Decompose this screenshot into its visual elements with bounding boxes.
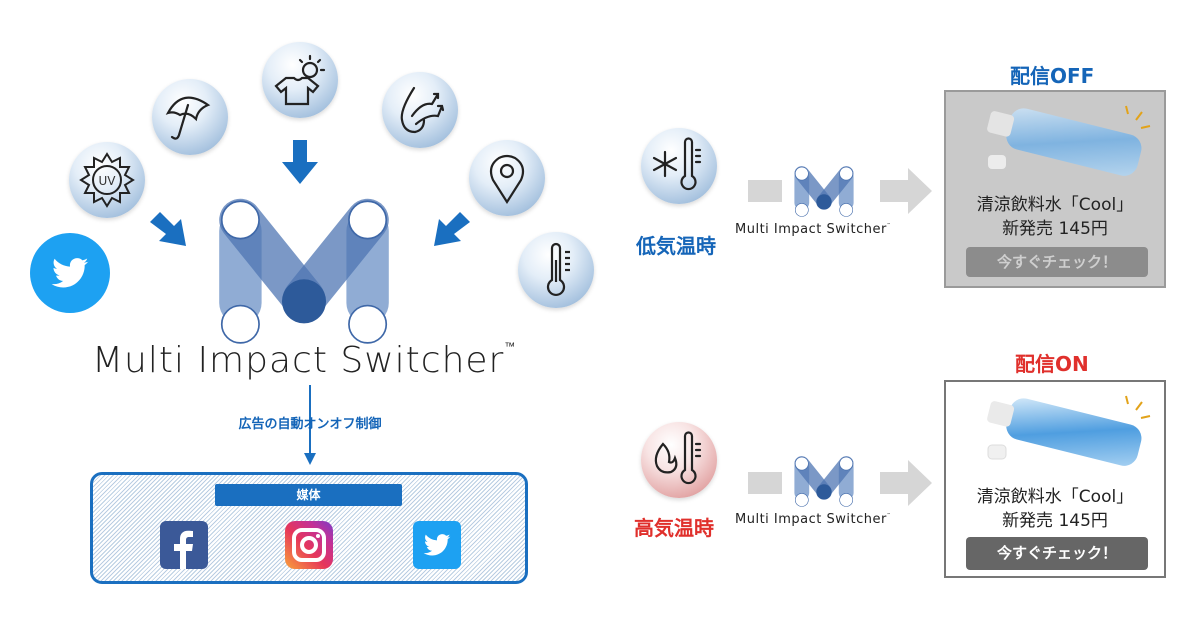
ad-preview-off: 清涼飲料水「Cool」 新発売 145円 今すぐチェック！ — [944, 90, 1166, 288]
arrow-diagonal-left-icon — [434, 212, 470, 246]
auto-on-off-control-label: 広告の自動オンオフ制御 — [238, 417, 382, 432]
cold-thermometer-icon — [641, 128, 717, 204]
multi-impact-switcher-logo-mark — [198, 188, 410, 346]
facebook-icon[interactable] — [160, 521, 208, 569]
high-temperature-label: 高気温時 — [634, 516, 714, 540]
flow-arrow-icon — [880, 460, 932, 506]
twitter-icon[interactable] — [413, 521, 461, 569]
check-now-button[interactable]: 今すぐチェック！ — [966, 247, 1148, 277]
svg-text:UV: UV — [99, 174, 117, 188]
input-arrows — [150, 140, 470, 246]
hot-thermometer-icon — [641, 422, 717, 498]
media-header: 媒体 — [215, 484, 402, 506]
location-pin-icon — [469, 140, 545, 216]
check-now-button[interactable]: 今すぐチェック！ — [966, 537, 1148, 570]
shirt-sun-icon — [262, 42, 338, 118]
multi-impact-switcher-logo-text: Multi Impact Switcher™ — [92, 340, 517, 381]
flow-arrow-icon — [880, 168, 932, 214]
uv-icon: UV — [69, 142, 145, 218]
arrow-diagonal-right-icon — [150, 212, 186, 246]
ad-product-name: 清涼飲料水「Cool」 — [976, 487, 1134, 507]
low-temperature-label: 低気温時 — [636, 234, 716, 258]
delivery-off-status: 配信OFF — [1010, 64, 1095, 88]
instagram-icon[interactable] — [285, 521, 333, 569]
ad-price: 新発売 145円 — [1002, 219, 1108, 239]
twitter-icon — [30, 233, 110, 313]
switcher-logo-mark — [787, 452, 861, 508]
humidity-icon — [382, 72, 458, 148]
switcher-logo-mark — [787, 162, 861, 218]
flow-bar — [748, 472, 782, 494]
umbrella-icon — [152, 79, 228, 155]
arrow-down-icon — [282, 140, 318, 184]
switcher-logo-text: Multi Impact Switcher™ — [735, 512, 892, 527]
flow-bar — [748, 180, 782, 202]
delivery-on-status: 配信ON — [1015, 352, 1089, 376]
ad-price: 新発売 145円 — [1002, 511, 1108, 531]
water-bottle-image — [987, 105, 1151, 176]
ad-preview-on: 清涼飲料水「Cool」 新発売 145円 今すぐチェック！ — [944, 380, 1166, 578]
switcher-logo-text: Multi Impact Switcher™ — [735, 222, 892, 237]
ad-product-name: 清涼飲料水「Cool」 — [976, 195, 1134, 215]
thermometer-icon — [518, 232, 594, 308]
arrow-to-media-icon — [304, 385, 316, 465]
water-bottle-image — [987, 395, 1151, 466]
